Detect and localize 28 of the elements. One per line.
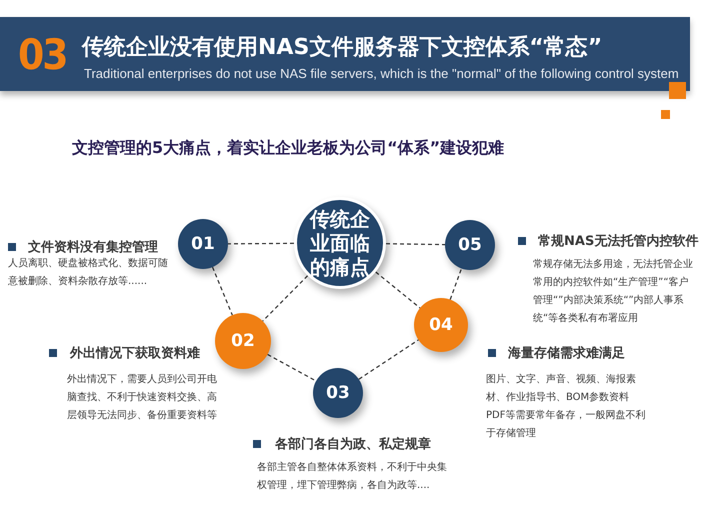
number-circle: 02 bbox=[215, 313, 271, 369]
number-circle: 01 bbox=[178, 219, 228, 269]
connector-line bbox=[228, 242, 294, 244]
point-description: 外出情况下，需要人员到公司开电脑查找、不利于快速资料交换、高层领导无法同步、备份重要资料等 bbox=[67, 372, 218, 423]
subheading: 文控管理的5大痛点，着实让企业老板为公司“体系”建设犯难 bbox=[72, 138, 504, 159]
connector-line bbox=[375, 272, 420, 308]
point-description: 人员离职、硬盘被格式化、数据可随意被删除、资料杂散存放等...... bbox=[8, 256, 169, 289]
number-circle: 05 bbox=[445, 220, 495, 270]
connector-line bbox=[450, 268, 462, 300]
connector-line bbox=[267, 354, 316, 382]
point-description: 图片、文字、声音、视频、海报素材、作业指导书、BOM参数资料PDF等需要常年备存，一般网盘不利于存储管理 bbox=[486, 372, 646, 441]
subtitle: Traditional enterprises do not use NAS file servers, which is the "normal" of the following control system bbox=[84, 66, 679, 81]
point-heading: 外出情况下获取资料难 bbox=[70, 345, 200, 362]
title-text: 传统企业没有使用NAS文件服务器下文控体系“常态” bbox=[82, 34, 602, 62]
point-description: 各部主管各自整体体系资料，不利于中央集权管理，埋下管理弊病，各自为政等.... bbox=[257, 460, 448, 493]
connector-line bbox=[262, 275, 308, 322]
number-circle: 03 bbox=[313, 368, 363, 418]
point-heading: 常规NAS无法托管内控软件 bbox=[538, 233, 698, 250]
center-circle: 传统企业面临的痛点 bbox=[294, 197, 386, 289]
connector-line bbox=[212, 266, 233, 316]
connector-line bbox=[358, 339, 419, 380]
connector-line bbox=[386, 243, 446, 246]
point-heading: 各部门各自为政、私定规章 bbox=[275, 436, 431, 453]
number-circle: 04 bbox=[414, 298, 468, 352]
point-heading: 文件资料没有集控管理 bbox=[28, 238, 158, 256]
point-heading: 海量存储需求难满足 bbox=[508, 345, 625, 362]
point-description: 常规存储无法多用途，无法托管企业常用的内控软件如“生产管理”“客户管理“”内部决策系统“”内部人事系统“等各类私有布署应用 bbox=[533, 258, 694, 326]
section-number: 03 bbox=[18, 30, 67, 79]
